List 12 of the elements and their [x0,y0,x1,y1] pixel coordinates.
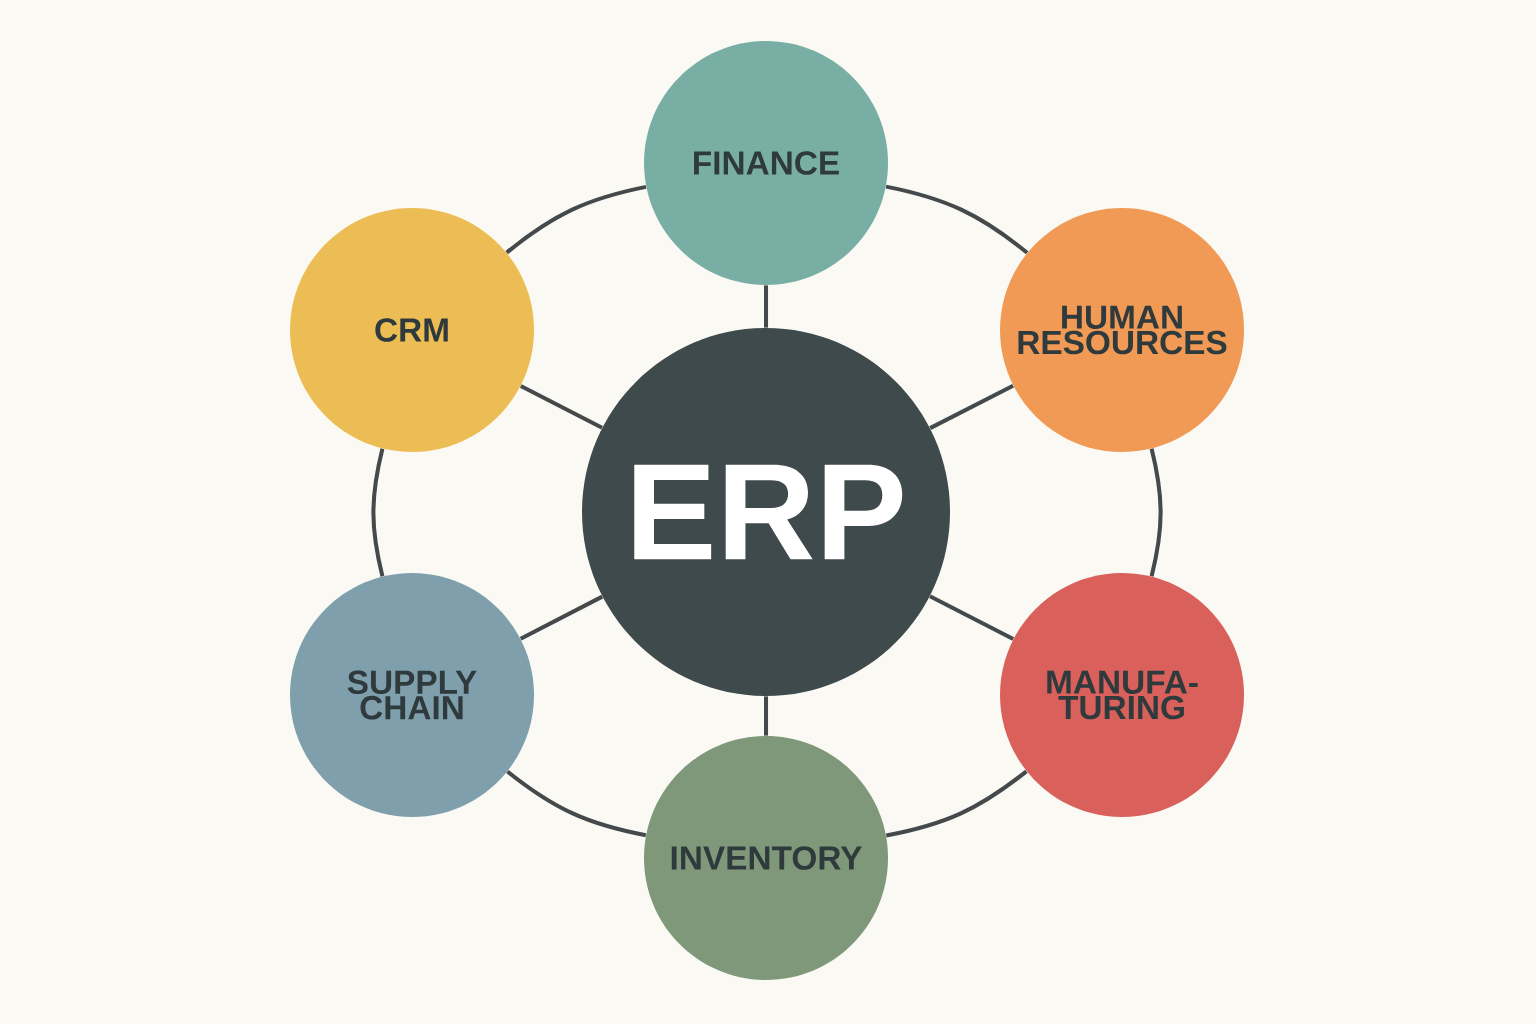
connector-line [506,769,647,838]
connector-line [1149,448,1163,577]
connector-line [371,448,385,577]
connector-line [764,285,769,328]
connector-line [929,594,1015,641]
connector-line [505,184,647,255]
connector-line [519,384,603,430]
connector-line [885,769,1028,838]
connector-line [929,383,1014,430]
connector-line [764,696,769,736]
connector-line [885,184,1029,255]
connector-line [519,594,604,641]
